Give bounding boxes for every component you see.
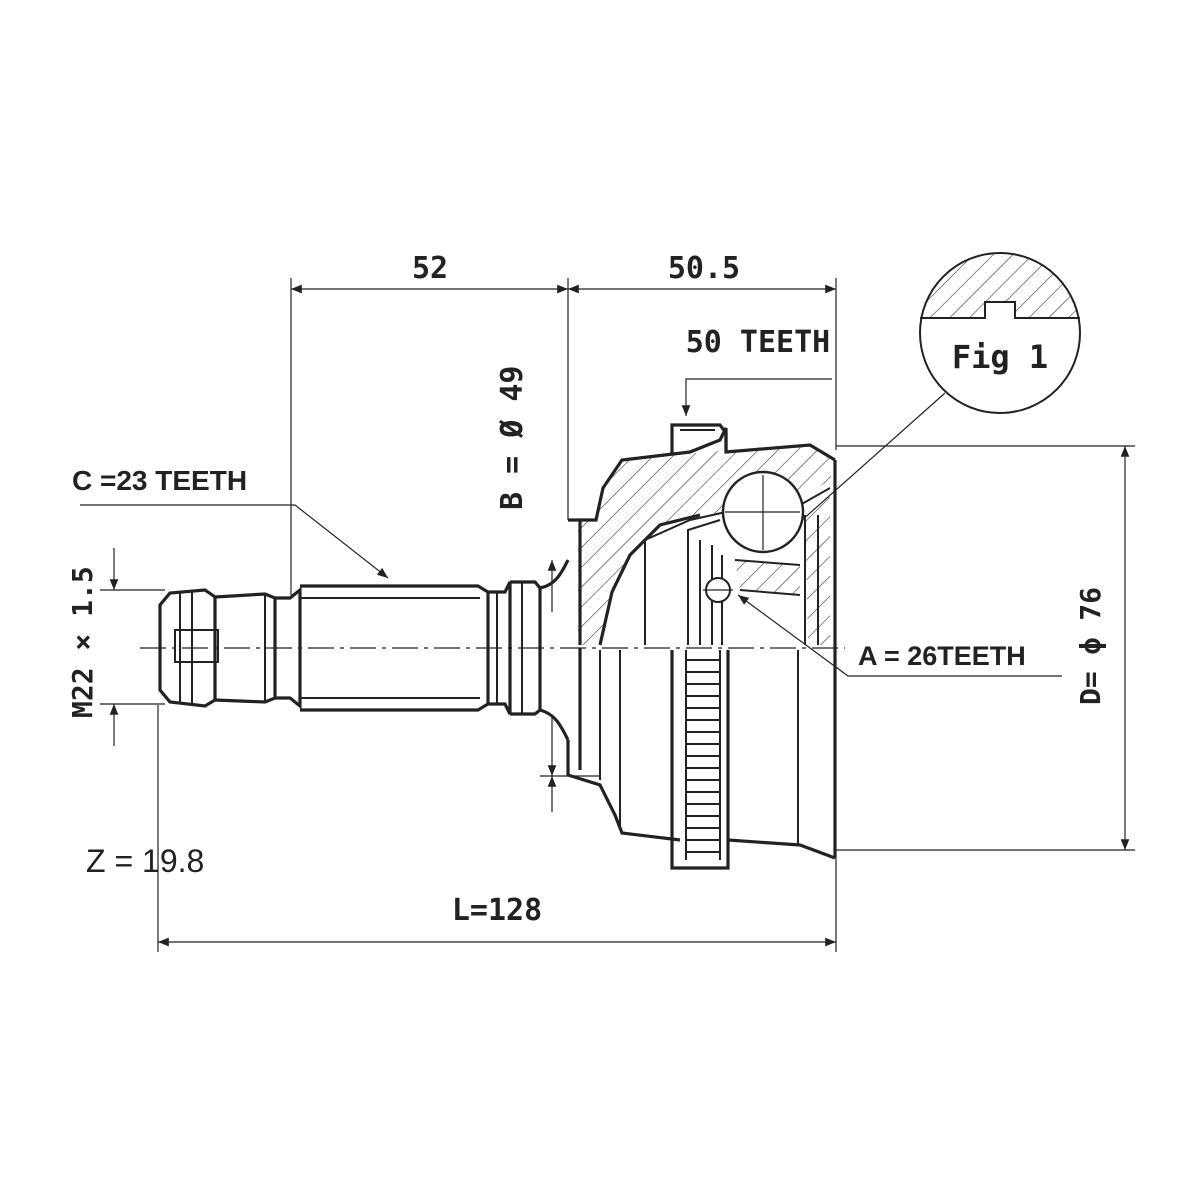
bell-housing-outline bbox=[566, 648, 836, 870]
spline-shaft-label: C =23 TEETH bbox=[72, 465, 247, 496]
dimension-50-teeth: 50 TEETH bbox=[681, 325, 832, 416]
dimension-50-5: 50.5 bbox=[568, 251, 837, 450]
bore-diameter-label: B = Ø 49 bbox=[495, 366, 530, 511]
inner-spline-label: A = 26TEETH bbox=[858, 641, 1026, 671]
bell-housing-section bbox=[568, 427, 837, 858]
abs-ring-teeth bbox=[686, 659, 720, 853]
total-length-label: L=128 bbox=[452, 893, 542, 928]
dimension-50-5-label: 50.5 bbox=[668, 251, 740, 286]
outer-diameter-dimension: D= ϕ 76 bbox=[836, 445, 1135, 851]
fig-1-label: Fig 1 bbox=[952, 338, 1048, 376]
fig-1-detail: Fig 1 bbox=[919, 252, 1081, 414]
outer-diameter-label: D= ϕ 76 bbox=[1074, 587, 1107, 705]
spline-shaft-leader bbox=[80, 504, 389, 579]
thread-dimension: M22 × 1.5 bbox=[66, 548, 165, 746]
total-length-dimension: L=128 bbox=[157, 705, 837, 952]
z-value-label: Z = 19.8 bbox=[86, 843, 204, 879]
dimension-52-label: 52 bbox=[412, 251, 448, 286]
thread-label: M22 × 1.5 bbox=[66, 566, 99, 718]
stub-shaft bbox=[158, 559, 570, 741]
dimension-52: 52 bbox=[290, 251, 569, 595]
inner-spline-leader bbox=[737, 594, 1062, 677]
teeth-50-label: 50 TEETH bbox=[686, 325, 831, 360]
teeth-tab bbox=[670, 423, 728, 455]
